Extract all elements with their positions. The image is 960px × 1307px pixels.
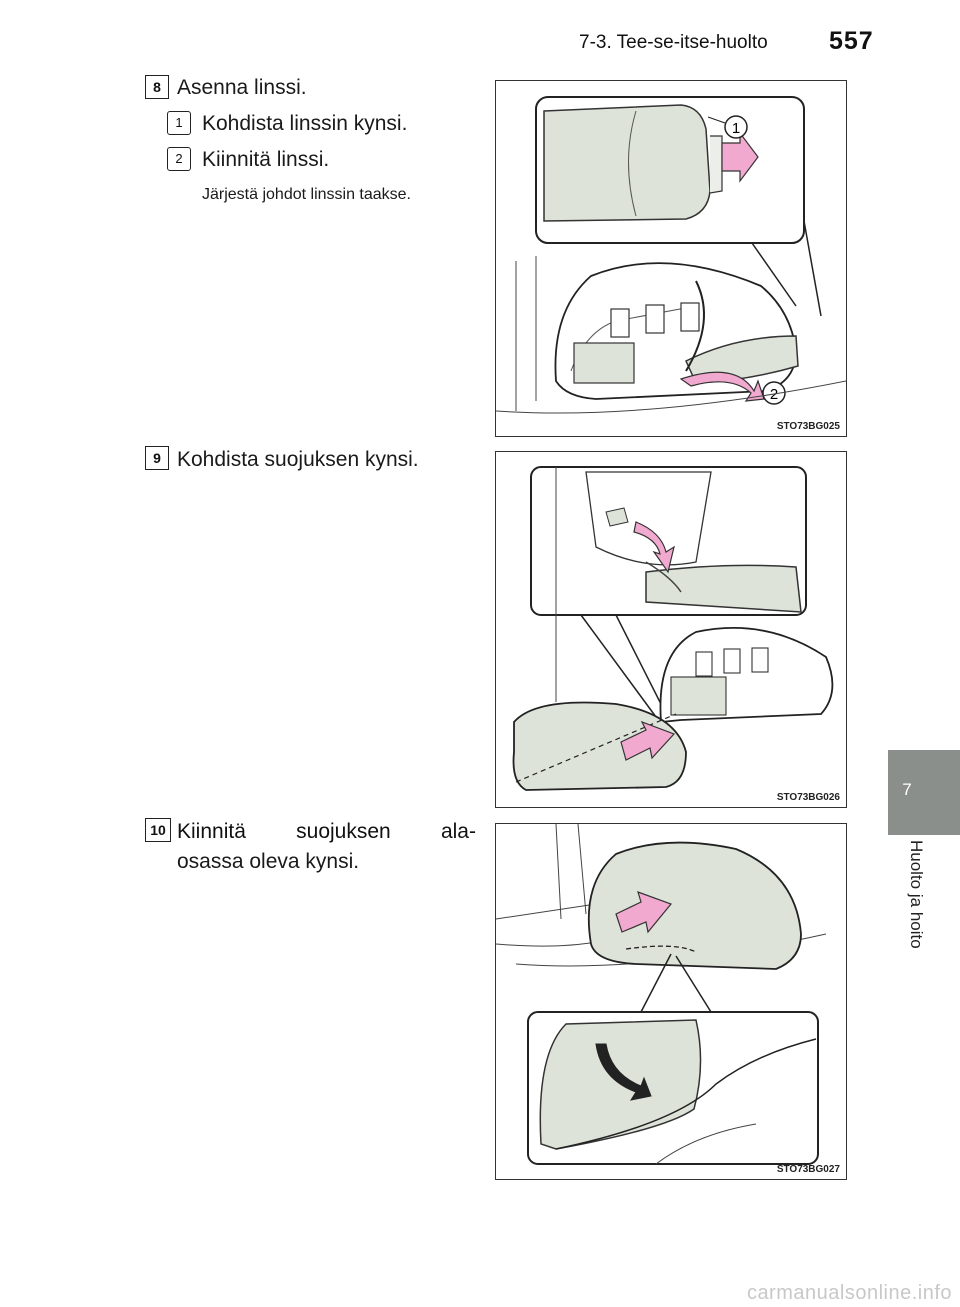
substep-badge-2: 2 [167, 147, 191, 171]
watermark: carmanualsonline.info [746, 1282, 952, 1304]
figure-cover-align: STO73BG026 [495, 451, 847, 808]
cover-attach-illustration [496, 824, 827, 1165]
figure-cover-attach: STO73BG027 [495, 823, 847, 1180]
figure-code: STO73BG027 [776, 1164, 840, 1175]
chapter-tab: 7 [888, 750, 960, 835]
lens-illustration: 1 2 [496, 96, 846, 414]
step-9-text: Kohdista suojuksen kynsi. [177, 448, 419, 471]
chapter-number: 7 [902, 780, 912, 799]
step-badge-10: 10 [145, 818, 171, 842]
substep-badge-1: 1 [167, 111, 191, 135]
figure-code: STO73BG025 [776, 421, 840, 432]
figure-lens-install: 1 2 STO73BG025 [495, 80, 847, 437]
step-10-text-line2: osassa oleva kynsi. [177, 850, 360, 873]
figure-code: STO73BG026 [776, 792, 840, 803]
substep-2-text: Kiinnitä linssi. [202, 148, 330, 171]
step-badge-9: 9 [145, 446, 169, 470]
chapter-title: Huolto ja hoito [907, 840, 926, 949]
step-8-note: Järjestä johdot linssin taakse. [202, 186, 411, 203]
cover-align-illustration [512, 466, 834, 791]
step-badge-8: 8 [145, 75, 169, 99]
page-number: 557 [829, 27, 874, 55]
section-title: 7-3. Tee-se-itse-huolto [579, 32, 768, 53]
step-10-text-line1: Kiinnitä suojuksen ala- [177, 820, 476, 843]
svg-text:1: 1 [732, 120, 740, 137]
step-8-text: Asenna linssi. [177, 76, 307, 99]
substep-1-text: Kohdista linssin kynsi. [202, 112, 408, 135]
